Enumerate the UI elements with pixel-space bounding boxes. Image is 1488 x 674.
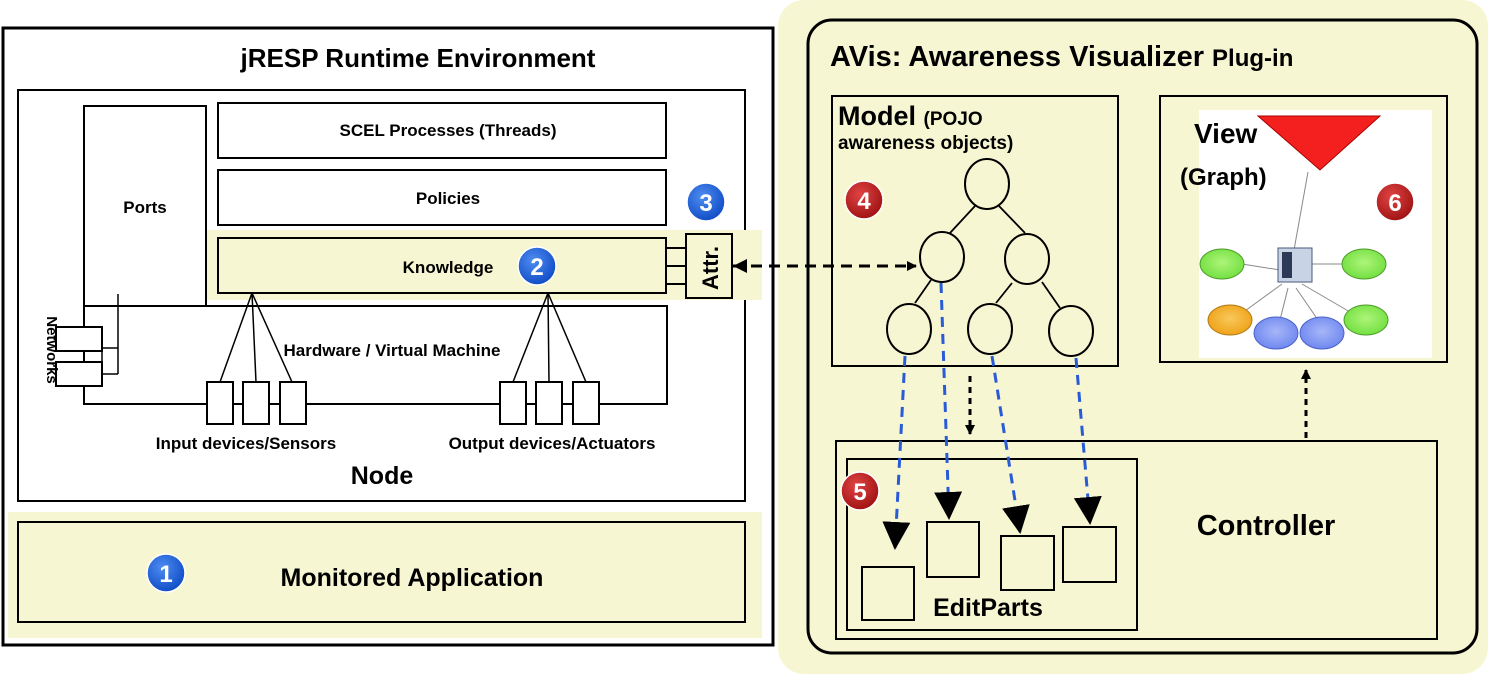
- hardware-box: [83, 305, 668, 405]
- networks-label: Networks: [43, 316, 60, 384]
- output-device: [572, 381, 600, 425]
- editpart-square: [861, 566, 915, 621]
- hardware-label: Hardware / Virtual Machine: [284, 341, 501, 360]
- graph-orange-node: [1207, 304, 1253, 336]
- attr-arrowhead: [733, 259, 747, 273]
- model-tree-node: [964, 158, 1010, 210]
- graph-blue-node: [1299, 316, 1345, 350]
- avis-frame: [806, 18, 1479, 655]
- node-label: Node: [351, 462, 414, 490]
- policies-box: [217, 169, 667, 226]
- model-subtitle: awareness objects): [838, 133, 1013, 154]
- jresp-runtime-panel: jRESP Runtime Environment Ports SCEL Pro…: [1, 26, 775, 647]
- badge-6: 6: [1375, 182, 1415, 222]
- avis-plugin-panel: AVis: Awareness Visualizer Plug-in Model…: [778, 0, 1488, 674]
- attr-label: Attr.: [698, 246, 723, 290]
- controller-label: Controller: [1197, 510, 1336, 542]
- badge-2: 2: [517, 246, 557, 286]
- badge-4: 4: [844, 180, 884, 220]
- monitored-app-label: Monitored Application: [281, 564, 544, 592]
- output-device: [499, 381, 527, 425]
- input-devices-label: Input devices/Sensors: [156, 434, 336, 453]
- network-adapter: [55, 326, 103, 352]
- view-title: View: [1194, 118, 1258, 149]
- badge-3: 3: [686, 182, 726, 222]
- output-devices-label: Output devices/Actuators: [449, 434, 656, 453]
- network-adapter: [55, 361, 103, 387]
- scel-processes-label: SCEL Processes (Threads): [340, 121, 557, 140]
- graph-blue-node: [1253, 316, 1299, 350]
- graph-robot-icon: [1282, 252, 1292, 278]
- badge-1: 1: [146, 553, 186, 593]
- svg-text:1: 1: [159, 561, 172, 588]
- knowledge-label: Knowledge: [403, 258, 494, 277]
- input-device: [206, 381, 234, 425]
- graph-green-node: [1343, 304, 1389, 336]
- model-tree-node: [967, 303, 1013, 355]
- model-tree-node: [1048, 305, 1094, 357]
- svg-text:5: 5: [853, 479, 866, 506]
- svg-text:6: 6: [1388, 190, 1401, 217]
- graph-green-node: [1199, 248, 1245, 280]
- model-tree-edges: [914, 205, 1061, 309]
- model-tree-node: [919, 231, 965, 283]
- editpart-square: [926, 521, 980, 578]
- editparts-label: EditParts: [933, 594, 1043, 622]
- output-device: [535, 381, 563, 425]
- policies-label: Policies: [416, 189, 480, 208]
- knowledge-box: [217, 237, 667, 294]
- model-to-editpart-mappings: [882, 282, 1102, 550]
- graph-target-triangle: [1256, 115, 1382, 171]
- editpart-square: [1000, 535, 1055, 591]
- model-tree-node: [886, 303, 932, 355]
- ports-label: Ports: [123, 198, 166, 217]
- graph-green-node: [1341, 248, 1387, 280]
- runtime-title: jRESP Runtime Environment: [240, 43, 596, 73]
- view-graph-thumbnail: [1199, 110, 1432, 358]
- view-subtitle: (Graph): [1180, 164, 1267, 191]
- ports-box: [83, 105, 207, 313]
- editpart-square: [1062, 526, 1117, 583]
- scel-processes-box: [217, 102, 667, 159]
- monitored-app-box: [17, 521, 746, 623]
- attr-box: [685, 233, 733, 299]
- svg-text:4: 4: [857, 188, 871, 215]
- model-tree-node: [1004, 233, 1050, 285]
- svg-text:2: 2: [530, 254, 543, 281]
- avis-title: AVis: Awareness Visualizer Plug-in: [830, 41, 1293, 73]
- model-title: Model (POJO: [838, 101, 983, 131]
- input-device: [242, 381, 270, 425]
- input-device: [279, 381, 307, 425]
- svg-text:3: 3: [699, 190, 712, 217]
- badge-5: 5: [840, 471, 880, 511]
